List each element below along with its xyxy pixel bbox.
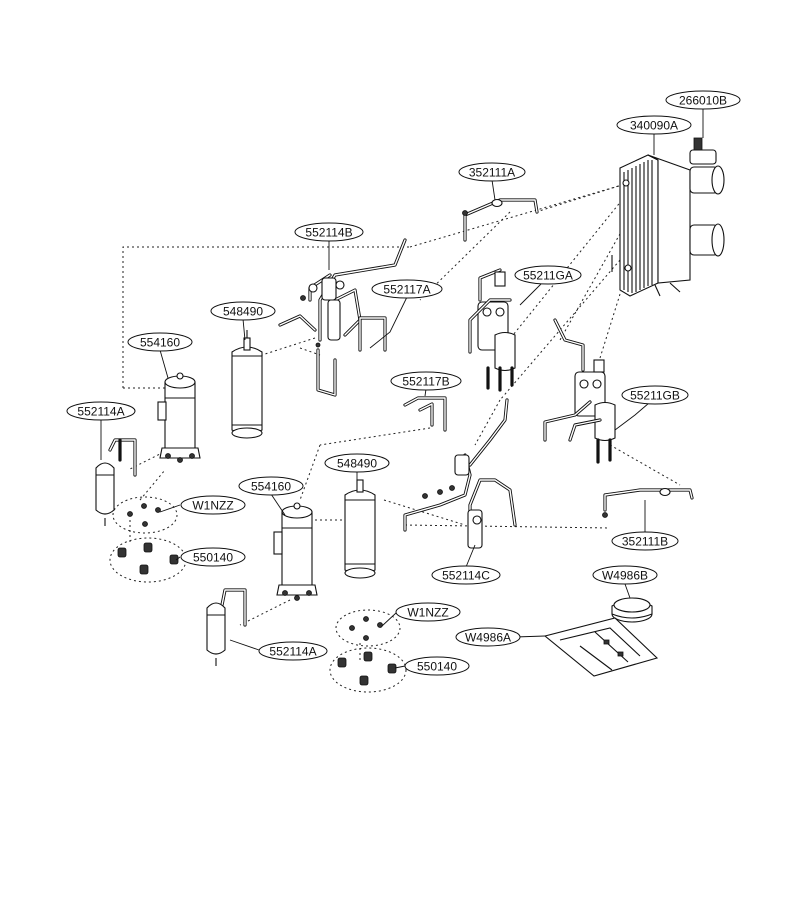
- pipe-352111B: [602, 487, 694, 518]
- label-554160-top-text: 554160: [140, 336, 180, 350]
- label-W4986B: W4986B: [592, 565, 658, 585]
- pipe-assembly-552114B: [278, 238, 407, 397]
- label-266010B-text: 266010B: [679, 94, 727, 108]
- plate-W4986A: [543, 617, 659, 677]
- label-352111A-text: 352111A: [469, 166, 515, 180]
- leader-lines: [100, 108, 704, 669]
- label-352111A: 352111A: [458, 162, 526, 182]
- label-554160-bottom: 554160: [238, 476, 304, 496]
- cap-W4986B: [611, 597, 653, 623]
- valve-assembly-55211GB: [543, 318, 616, 464]
- label-55211GA-text: 55211GA: [523, 269, 573, 283]
- label-552114B: 552114B: [294, 222, 364, 242]
- pipe-assembly-552114C: [403, 398, 517, 549]
- label-550140-top: 550140: [180, 547, 246, 567]
- label-552114A-bottom-text: 552114A: [269, 645, 316, 659]
- label-W1NZZ-bottom-text: W1NZZ: [407, 606, 448, 620]
- label-552117A-text: 552117A: [383, 283, 430, 297]
- label-352111B-text: 352111B: [622, 535, 668, 549]
- pipe-352111A: [462, 198, 539, 242]
- label-552117B-text: 552117B: [402, 375, 449, 389]
- label-352111B: 352111B: [611, 531, 679, 551]
- label-W1NZZ-top-text: W1NZZ: [192, 499, 233, 513]
- label-W1NZZ-top: W1NZZ: [180, 495, 246, 515]
- label-548490-top: 548490: [210, 301, 276, 321]
- plate-heat-exchanger: [611, 137, 725, 297]
- label-554160-bottom-text: 554160: [251, 480, 291, 494]
- accumulator-548490-bottom: [344, 479, 376, 579]
- valve-assembly-55211GA: [468, 268, 516, 392]
- label-552114A-top-text: 552114A: [77, 405, 124, 419]
- grommets-550140-bottom: [329, 647, 407, 693]
- label-554160-top: 554160: [127, 332, 193, 352]
- label-W4986A: W4986A: [455, 627, 521, 647]
- label-552114B-text: 552114B: [305, 226, 352, 240]
- label-552114A-bottom: 552114A: [258, 641, 328, 661]
- grommets-550140-top: [109, 537, 187, 583]
- u-pipe-552117B: [403, 396, 447, 432]
- label-550140-bottom-text: 550140: [417, 660, 457, 674]
- assembly-guide-lines: [122, 184, 681, 660]
- label-W4986A-text: W4986A: [465, 631, 511, 645]
- label-548490-bottom: 548490: [324, 453, 390, 473]
- label-550140-top-text: 550140: [193, 551, 233, 565]
- label-340090A: 340090A: [616, 115, 692, 135]
- label-548490-bottom-text: 548490: [337, 457, 377, 471]
- label-548490-top-text: 548490: [223, 305, 263, 319]
- label-552117A: 552117A: [371, 279, 443, 299]
- label-550140-bottom: 550140: [404, 656, 470, 676]
- label-552114C: 552114C: [431, 565, 501, 585]
- label-552114A-top: 552114A: [66, 401, 136, 421]
- label-266010B: 266010B: [665, 90, 741, 110]
- label-W1NZZ-bottom: W1NZZ: [395, 602, 461, 622]
- label-340090A-text: 340090A: [630, 119, 678, 133]
- label-55211GB: 55211GB: [621, 385, 689, 405]
- label-W4986B-text: W4986B: [602, 569, 648, 583]
- feet-W1NZZ-bottom: [335, 609, 401, 647]
- compressor-554160-top: [157, 372, 201, 463]
- u-pipe-552117A: [358, 316, 387, 352]
- accumulator-548490-top: [231, 330, 263, 439]
- label-55211GB-text: 55211GB: [630, 389, 680, 403]
- label-552114C-text: 552114C: [442, 569, 490, 583]
- label-552117B: 552117B: [390, 371, 462, 391]
- pipe-552114A-bottom: [206, 588, 247, 666]
- compressor-554160-bottom: [273, 502, 318, 601]
- feet-W1NZZ-top: [112, 496, 178, 534]
- label-55211GA: 55211GA: [514, 265, 582, 285]
